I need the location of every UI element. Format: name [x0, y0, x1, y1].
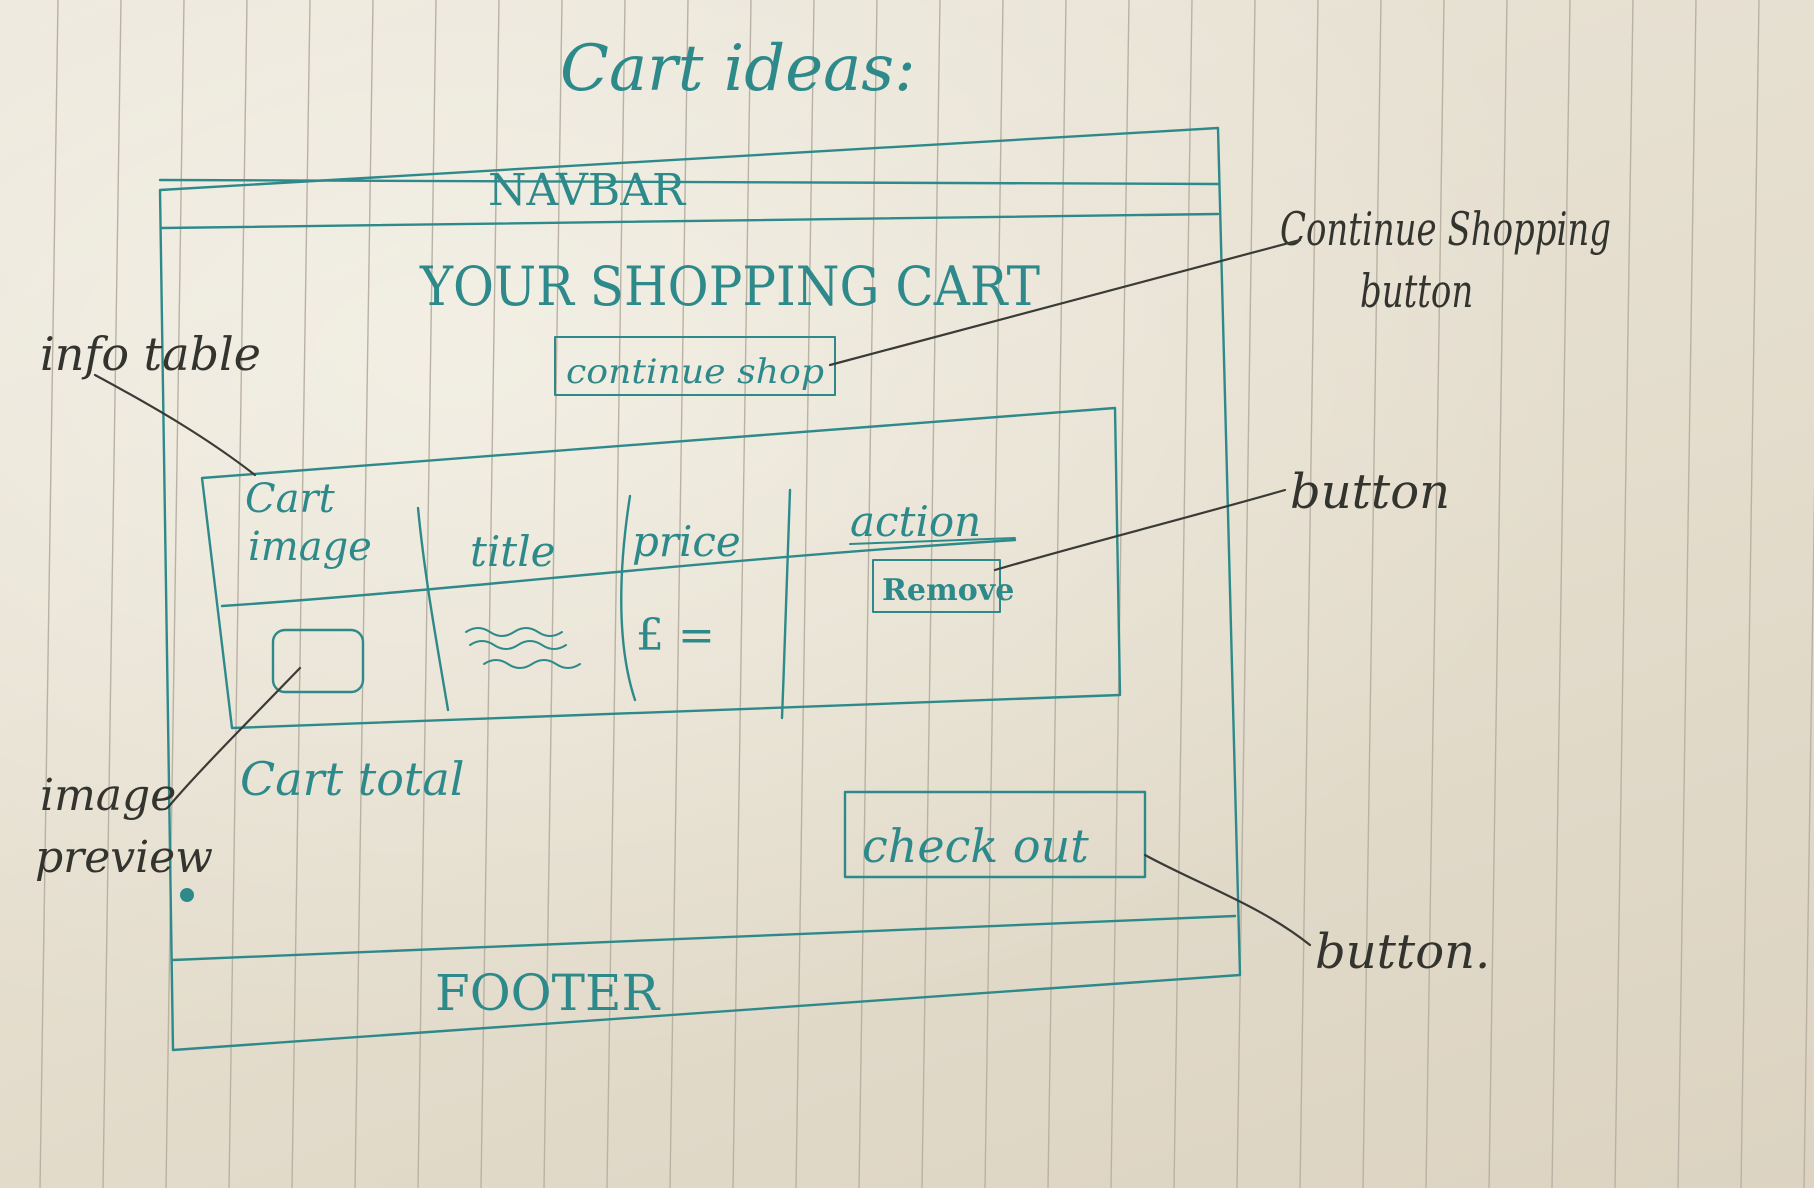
header-action-underline [849, 537, 1016, 545]
image-preview-box [271, 628, 365, 694]
ruled-line [606, 0, 626, 1188]
ruled-line [1236, 0, 1256, 1188]
header-action: action [850, 497, 981, 546]
column-divider-3 [780, 488, 792, 720]
table-header-line [220, 538, 1017, 608]
pointer-button-remove [993, 488, 1287, 572]
ruled-line [1488, 0, 1508, 1188]
ruled-line [1803, 481, 1814, 1188]
remove-button [872, 559, 1001, 613]
ruled-line [1110, 0, 1130, 1188]
title-scribble-3 [483, 659, 581, 669]
pointer-info-table [93, 373, 257, 477]
cart-total-label: Cart total [240, 752, 465, 806]
ruled-line [1740, 0, 1760, 1188]
header-title: title [470, 527, 555, 576]
checkout-button [843, 790, 1147, 879]
ruled-line [1173, 0, 1193, 1188]
annotation-button-remove: button [1290, 464, 1450, 520]
ruled-line [1299, 0, 1319, 1188]
header-price: price [632, 517, 741, 566]
ruled-line [543, 0, 563, 1188]
pointer-button-checkout [1143, 853, 1312, 947]
ruled-line [39, 0, 59, 1188]
ink-blot [180, 888, 194, 902]
ruled-line [1677, 0, 1697, 1188]
navbar-bottom-line [160, 212, 1220, 230]
ruled-line [291, 0, 311, 1188]
ruled-line [1551, 0, 1571, 1188]
pointer-image-preview [168, 666, 302, 807]
navbar-label: NAVBAR [488, 165, 687, 216]
title-scribble-2 [469, 640, 567, 650]
footer-label: FOOTER [435, 964, 661, 1022]
ruled-line [1614, 0, 1634, 1188]
pointer-continue-shopping [828, 238, 1302, 367]
page-title: Cart ideas: [560, 32, 916, 106]
footer-top-line [171, 914, 1237, 962]
ruled-line [669, 0, 689, 1188]
continue-shop-button-label: continue shop [566, 352, 824, 392]
ruled-line [984, 0, 1004, 1188]
ruled-line [480, 0, 500, 1188]
ruled-line [1047, 0, 1067, 1188]
ruled-line [795, 0, 815, 1188]
ruled-line [417, 0, 437, 1188]
annotation-button-checkout: button. [1315, 924, 1490, 980]
ruled-line [165, 0, 185, 1188]
navbar-top-line [158, 178, 1220, 186]
header-cart-image: Cart image [245, 476, 372, 570]
annotation-image-preview: image preview [35, 770, 213, 883]
annotation-continue-shopping: Continue Shopping button [1280, 202, 1622, 318]
price-cell: £ = [636, 610, 715, 661]
ruled-line [102, 0, 122, 1188]
column-divider-1 [416, 506, 450, 712]
ruled-line [228, 0, 248, 1188]
ruled-line [1425, 0, 1445, 1188]
annotation-info-table: info table [40, 327, 261, 381]
ruled-line [858, 0, 878, 1188]
column-divider-2 [620, 494, 637, 702]
remove-button-label: Remove [882, 573, 1014, 608]
checkout-button-label: check out [862, 819, 1089, 873]
title-scribble-1 [465, 627, 563, 637]
info-table-outline [200, 406, 1122, 730]
continue-shop-button [554, 336, 836, 396]
page-frame [158, 126, 1242, 1052]
ruled-line [1362, 0, 1382, 1188]
ruled-line [921, 0, 941, 1188]
cart-heading: YOUR SHOPPING CART [419, 255, 1040, 318]
ruled-line [732, 0, 752, 1188]
